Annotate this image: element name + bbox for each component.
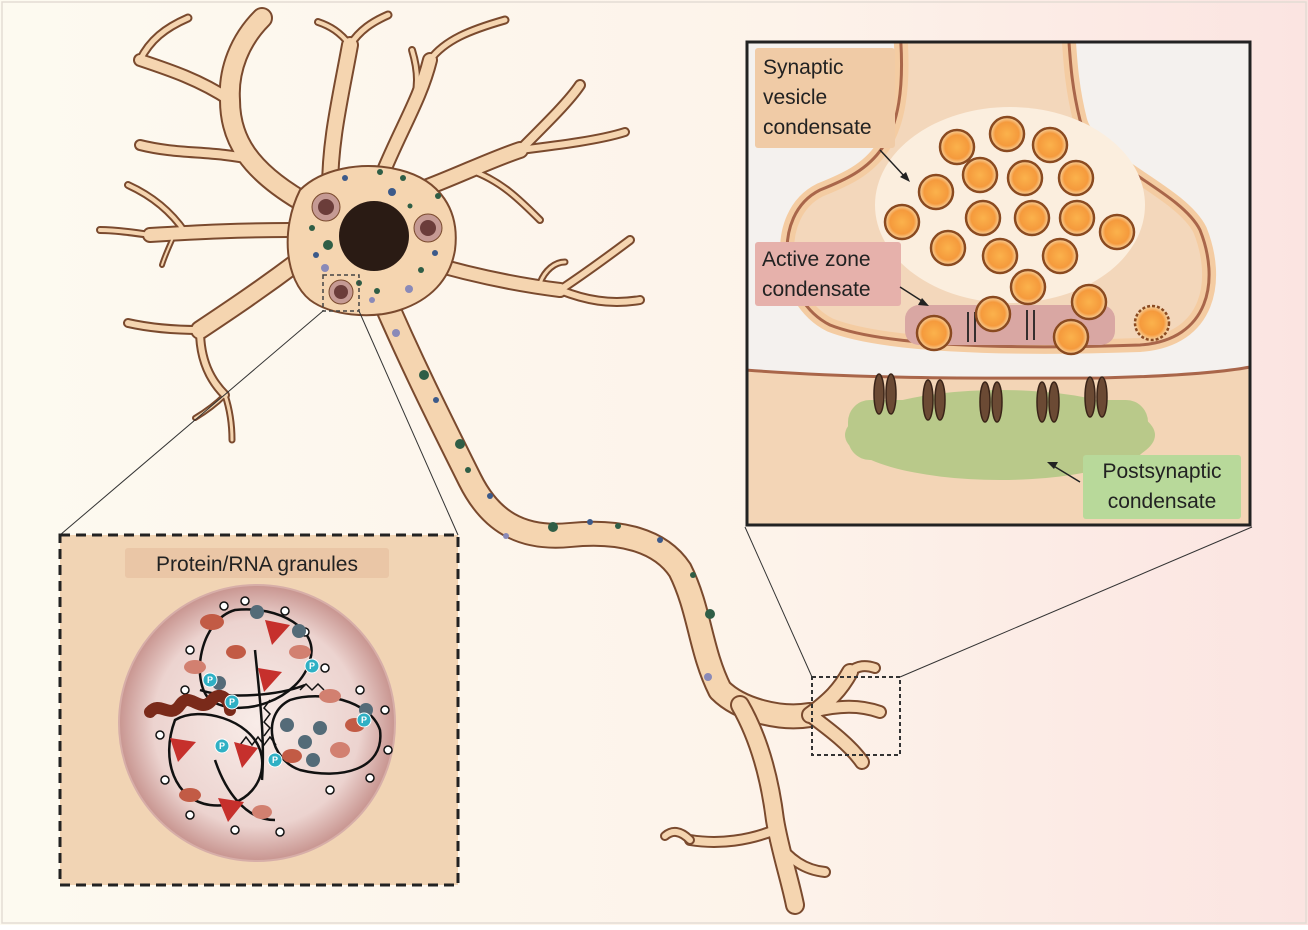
dendrites <box>96 7 645 444</box>
svg-text:P: P <box>272 755 278 765</box>
synaptic-vesicle-label-3: condensate <box>763 116 872 139</box>
svg-text:P: P <box>309 661 315 671</box>
synaptic-vesicle-label-2: vesicle <box>763 86 827 109</box>
synaptic-vesicle-label-1: Synaptic <box>763 56 844 79</box>
vesicles <box>883 115 1171 356</box>
receptors <box>873 373 1108 423</box>
synaptic-vesicle-label-bg <box>755 48 895 148</box>
granule-inset: Protein/RNA granules <box>58 533 460 887</box>
active-zone-label-bg <box>755 242 901 306</box>
svg-text:P: P <box>361 715 367 725</box>
axon <box>367 277 887 915</box>
postsynaptic-label-bg <box>1083 455 1241 519</box>
postsynaptic-label-2: condensate <box>1108 490 1217 513</box>
synapse-inset: Synaptic vesicle condensate Active zone … <box>745 40 1252 527</box>
postsynaptic-label-1: Postsynaptic <box>1102 460 1221 483</box>
synaptic-vesicle-arrow <box>879 149 907 179</box>
soma-granule-highlight <box>322 274 360 312</box>
svg-text:P: P <box>219 741 225 751</box>
svg-text:P: P <box>207 675 213 685</box>
soma-granules <box>311 192 443 305</box>
synapse-highlight <box>811 676 901 756</box>
nucleus <box>339 201 409 271</box>
zoom-lines <box>59 310 1253 678</box>
postsynaptic-arrow <box>1051 464 1081 483</box>
granule-label: Protein/RNA granules <box>156 553 358 576</box>
cytoplasm-dots <box>309 169 715 681</box>
granule-proteins <box>144 605 373 822</box>
svg-text:P: P <box>229 697 235 707</box>
active-zone-label-2: condensate <box>762 278 871 301</box>
phospho-labels: P P P P P P <box>207 661 367 765</box>
active-zone-label-1: Active zone <box>762 248 871 271</box>
granule-label-bg <box>125 548 389 578</box>
